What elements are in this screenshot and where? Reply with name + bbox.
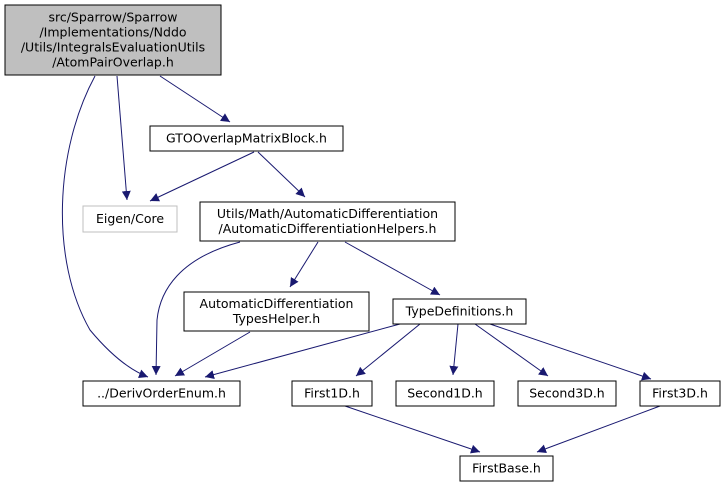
node-box — [82, 205, 178, 233]
node-label-line: /Utils/IntegralsEvaluationUtils — [21, 40, 205, 55]
node-box — [82, 380, 241, 407]
edge-line — [344, 241, 441, 296]
edge-typedefs-to-deriv — [204, 323, 401, 379]
edge-root-to-eigen — [116, 75, 131, 201]
edge-line — [149, 151, 255, 202]
node-second1d[interactable]: Second1D.h — [395, 380, 495, 407]
edge-typedefs-to-first1d — [355, 323, 421, 377]
node-label-line: Eigen/Core — [96, 211, 164, 226]
edge-line — [204, 323, 401, 379]
edge-line — [536, 405, 661, 454]
node-second3d[interactable]: Second3D.h — [517, 380, 617, 407]
edge-gto-to-adhelpers — [257, 151, 306, 198]
node-box — [395, 380, 495, 407]
edge-line — [116, 75, 131, 201]
edge-typedefs-to-second1d — [449, 323, 459, 376]
node-deriv[interactable]: ../DerivOrderEnum.h — [82, 380, 241, 407]
nodes-layer: src/Sparrow/Sparrow/Implementations/Nddo… — [4, 4, 721, 482]
node-first3d[interactable]: First3D.h — [639, 380, 721, 407]
node-label-line: Utils/Math/AutomaticDifferentiation — [217, 206, 438, 221]
edge-typedefs-to-first3d — [489, 323, 652, 381]
node-label-line: /AtomPairOverlap.h — [52, 55, 174, 70]
node-label-line: AutomaticDifferentiation — [200, 296, 354, 311]
edge-line — [61, 75, 149, 378]
node-box — [199, 201, 456, 242]
edge-line — [489, 323, 652, 381]
edge-adhelpers-to-deriv — [151, 241, 241, 376]
node-label-line: TypeDefinitions.h — [405, 304, 514, 319]
edge-line — [355, 323, 421, 377]
edge-line — [474, 323, 549, 377]
node-label-line: FirstBase.h — [472, 461, 541, 476]
node-label-line: GTOOverlapMatrixBlock.h — [166, 131, 327, 146]
node-box — [183, 291, 370, 332]
node-adhelpers[interactable]: Utils/Math/AutomaticDifferentiation/Auto… — [199, 201, 456, 242]
node-box — [517, 380, 617, 407]
node-gto[interactable]: GTOOverlapMatrixBlock.h — [149, 125, 344, 152]
edge-adhelpers-to-typedefs — [344, 241, 441, 296]
node-label-line: /AutomaticDifferentiationHelpers.h — [219, 221, 437, 236]
edge-line — [289, 241, 319, 288]
node-typedefs[interactable]: TypeDefinitions.h — [392, 298, 527, 325]
node-label-line: src/Sparrow/Sparrow — [48, 10, 177, 25]
edge-line — [159, 75, 231, 123]
edges-layer — [61, 75, 661, 454]
node-box — [4, 4, 222, 76]
edge-root-to-gto — [159, 75, 231, 123]
node-root[interactable]: src/Sparrow/Sparrow/Implementations/Nddo… — [4, 4, 222, 76]
edge-line — [257, 151, 306, 198]
node-label-line: /Implementations/Nddo — [39, 25, 186, 40]
node-eigen: Eigen/Core — [82, 205, 178, 233]
edge-line — [344, 405, 481, 454]
node-label-line: ../DerivOrderEnum.h — [97, 386, 226, 401]
edge-line — [174, 331, 251, 377]
edge-typedefs-to-second3d — [474, 323, 549, 377]
node-label-line: Second1D.h — [407, 386, 482, 401]
node-box — [392, 298, 527, 325]
edge-line — [449, 323, 459, 376]
edge-first3d-to-firstbase — [536, 405, 661, 454]
node-box — [639, 380, 721, 407]
edge-first1d-to-firstbase — [344, 405, 481, 454]
node-label-line: First1D.h — [304, 386, 360, 401]
node-firstbase[interactable]: FirstBase.h — [459, 455, 554, 482]
node-label-line: TypesHelper.h — [232, 311, 320, 326]
node-label-line: Second3D.h — [529, 386, 604, 401]
edge-gto-to-eigen — [149, 151, 255, 202]
node-label-line: First3D.h — [652, 386, 708, 401]
node-first1d[interactable]: First1D.h — [291, 380, 373, 407]
edge-adtypes-to-deriv — [174, 331, 251, 377]
node-box — [459, 455, 554, 482]
edge-root-to-deriv — [61, 75, 149, 378]
node-box — [149, 125, 344, 152]
node-box — [291, 380, 373, 407]
edge-line — [151, 241, 241, 376]
edge-adhelpers-to-adtypes — [289, 241, 319, 288]
